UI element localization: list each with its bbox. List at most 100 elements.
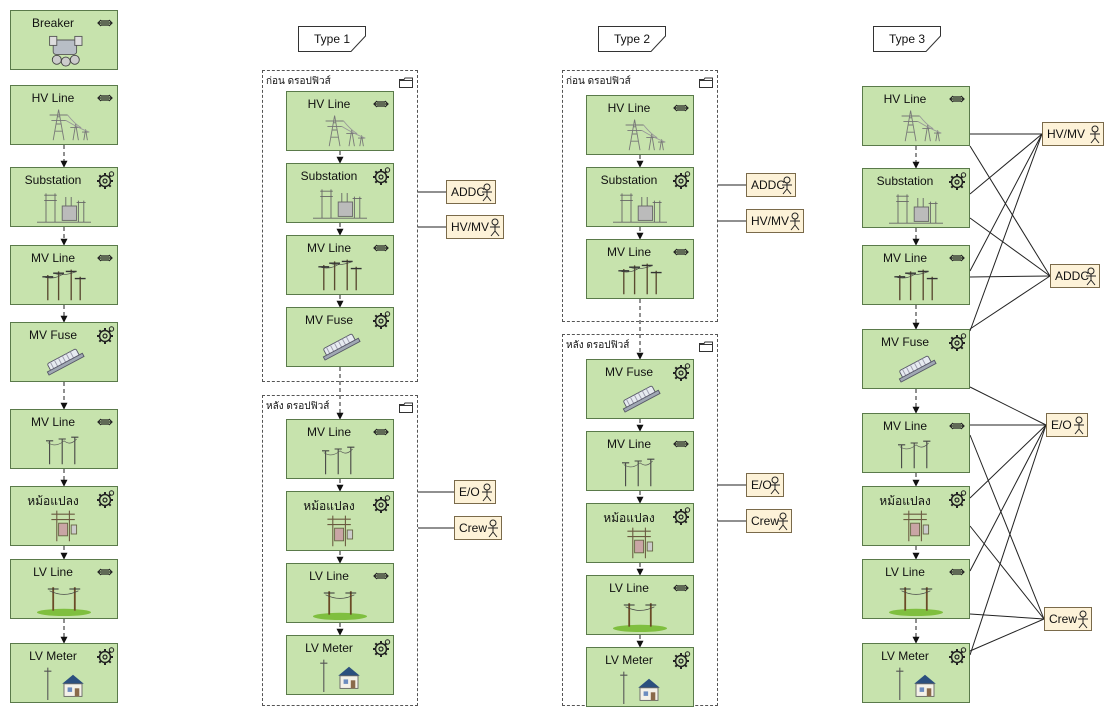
node-fuse[interactable]: MV Fuse [586,359,694,419]
fuse-cutout-icon [287,328,393,364]
actor-crew[interactable]: Crew [454,516,502,540]
gear-icon [947,489,967,509]
actor-label: HV/MV [451,220,490,234]
node-label: HV Line [31,91,75,105]
actor-crew[interactable]: Crew [746,509,792,533]
actor-hvmv[interactable]: HV/MV [1042,122,1104,146]
node-transformer[interactable]: หม้อแปลง [286,491,394,551]
house-meter-icon [11,664,117,700]
actor-label: E/O [459,485,480,499]
group-before-dropfuse-type1: ก่อน ดรอปฟิวส์ [262,70,418,382]
node-fuse[interactable]: MV Fuse [862,329,970,389]
node-mv[interactable]: MV Line [586,239,694,299]
actor-eo[interactable]: E/O [1046,413,1088,437]
node-label: LV Line [885,565,925,579]
actor-eo[interactable]: E/O [454,480,496,504]
node-mv2[interactable]: MV Line [10,409,118,469]
actor-label: ADDC [1055,269,1090,283]
node-lv[interactable]: LV Line [862,559,970,619]
person-icon [1073,416,1085,435]
group-title: ก่อน ดรอปฟิวส์ [566,76,631,87]
fuse-cutout-icon [863,350,969,386]
node-meter[interactable]: LV Meter [10,643,118,703]
connector [969,424,1047,572]
bidirectional-flow-icon [95,13,115,33]
node-mv[interactable]: MV Line [10,245,118,305]
person-icon [487,519,499,538]
node-mv[interactable]: MV Line [286,235,394,295]
node-fuse[interactable]: MV Fuse [10,322,118,382]
actor-addc[interactable]: ADDC [1050,264,1100,288]
connector [969,424,1047,656]
node-meter[interactable]: LV Meter [862,643,970,703]
mv-line-poles-icon [287,440,393,476]
node-transformer[interactable]: หม้อแปลง [10,486,118,546]
node-label: Substation [300,169,358,183]
actor-eo[interactable]: E/O [746,473,784,497]
type-label: Type 2 [598,26,666,52]
bidirectional-flow-icon [371,422,391,442]
node-substation[interactable]: Substation [862,168,970,228]
bidirectional-flow-icon [947,416,967,436]
node-mv[interactable]: MV Line [862,245,970,305]
node-label: MV Line [306,425,352,439]
connector [969,525,1045,620]
gear-icon [947,171,967,191]
node-label: MV Line [882,251,928,265]
bidirectional-flow-icon [947,248,967,268]
actor-label: HV/MV [751,214,790,228]
node-transformer[interactable]: หม้อแปลง [586,503,694,563]
node-lv[interactable]: LV Line [286,563,394,623]
node-label: MV Line [30,415,76,429]
node-label: LV Meter [29,649,77,663]
bidirectional-flow-icon [947,562,967,582]
node-hv[interactable]: HV Line [586,95,694,155]
node-fuse[interactable]: MV Fuse [286,307,394,367]
fuse-cutout-icon [587,380,693,416]
node-substation[interactable]: Substation [586,167,694,227]
actor-addc[interactable]: ADDC [746,173,796,197]
node-hv[interactable]: HV Line [286,91,394,151]
node-substation[interactable]: Substation [10,167,118,227]
node-hv[interactable]: HV Line [862,86,970,146]
substation-icon [11,188,117,224]
node-mv2[interactable]: MV Line [286,419,394,479]
node-meter[interactable]: LV Meter [286,635,394,695]
node-breaker[interactable]: Breaker [10,10,118,70]
lv-pole-icon [587,596,693,632]
group-title: หลัง ดรอปฟิวส์ [266,401,330,412]
node-label: LV Line [609,581,649,595]
node-label: หม้อแปลง [303,499,355,513]
node-label: LV Line [309,569,349,583]
folder-icon[interactable] [699,339,713,352]
node-lv[interactable]: LV Line [586,575,694,635]
node-label: หม้อแปลง [27,494,79,508]
node-mv2[interactable]: MV Line [586,431,694,491]
node-label: HV Line [307,97,351,111]
node-label: Substation [600,173,658,187]
node-label: HV Line [607,101,651,115]
folder-icon[interactable] [399,400,413,413]
node-hv[interactable]: HV Line [10,85,118,145]
actor-crew[interactable]: Crew [1044,607,1092,631]
connector [969,133,1043,195]
node-label: MV Line [306,241,352,255]
node-transformer[interactable]: หม้อแปลง [862,486,970,546]
substation-icon [863,189,969,225]
folder-icon[interactable] [399,75,413,88]
node-substation[interactable]: Substation [286,163,394,223]
node-lv[interactable]: LV Line [10,559,118,619]
actor-hvmv[interactable]: HV/MV [446,215,504,239]
group-title: ก่อน ดรอปฟิวส์ [266,76,331,87]
gear-icon [947,332,967,352]
actor-hvmv[interactable]: HV/MV [746,209,804,233]
person-icon [789,212,801,231]
node-mv2[interactable]: MV Line [862,413,970,473]
bidirectional-flow-icon [95,88,115,108]
actor-label: ADDC [751,178,786,192]
actor-addc[interactable]: ADDC [446,180,496,204]
folder-icon[interactable] [699,75,713,88]
bidirectional-flow-icon [95,562,115,582]
node-meter[interactable]: LV Meter [586,647,694,707]
group-before-dropfuse-type2: ก่อน ดรอปฟิวส์ [562,70,718,322]
